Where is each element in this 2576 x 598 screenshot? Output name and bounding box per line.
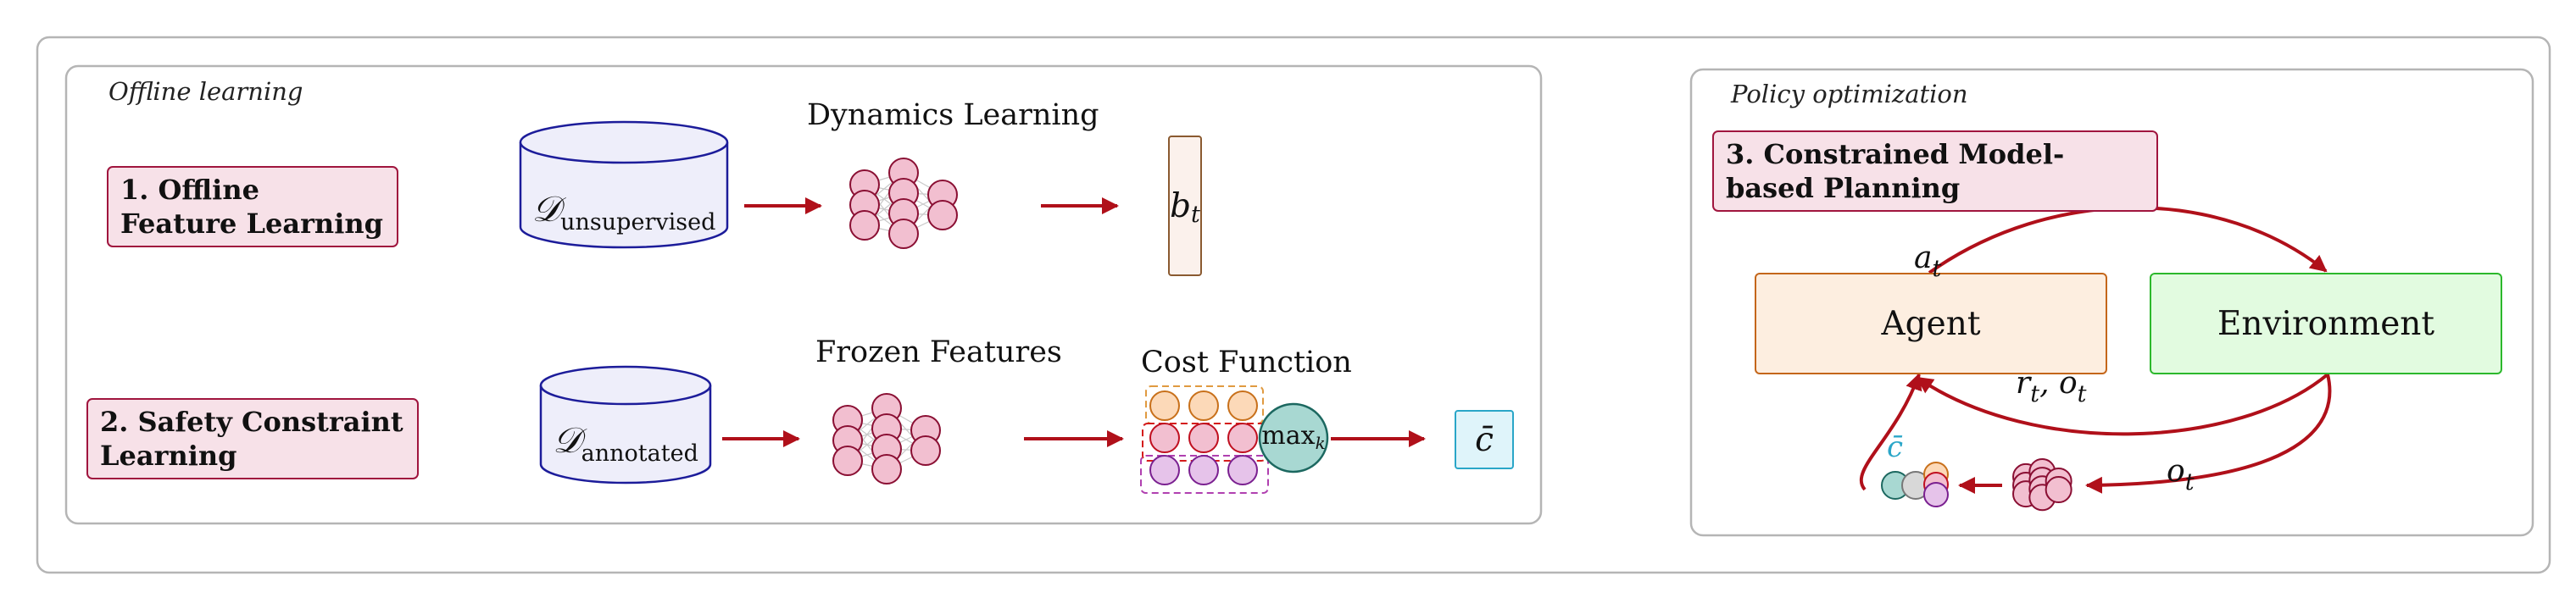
dynamics-network: [849, 158, 958, 249]
offline-learning-panel: [64, 64, 1543, 525]
network-node: [832, 446, 863, 476]
arrow-agent-to-environment: [1928, 206, 2328, 274]
network-node: [849, 210, 880, 241]
environment-box: Environment: [2150, 273, 2502, 374]
network-node: [871, 454, 902, 484]
arrow-cost-to-agent: [1859, 373, 1922, 491]
step3-box: 3. Constrained Model-based Planning: [1712, 130, 2158, 212]
observation-label: ot: [2167, 454, 2195, 496]
network-node: [2045, 476, 2072, 504]
step1-label: 1. Offline Feature Learning: [120, 174, 383, 240]
cost-ensemble-mini: [1881, 462, 1949, 507]
step3-label: 3. Constrained Model-based Planning: [1726, 138, 2065, 204]
action-label: at: [1914, 241, 1942, 282]
offline-learning-title: Offline learning: [108, 77, 303, 106]
policy-optimization-panel: [1689, 68, 2534, 537]
cost-function-heading: Cost Function: [1141, 346, 1352, 379]
dataset-unsupervised-label: 𝒟unsupervised: [531, 188, 716, 235]
outer-frame: [36, 36, 2551, 574]
network-node: [910, 435, 941, 466]
cost-function-ensemble: [1140, 385, 1269, 494]
agent-box: Agent: [1755, 273, 2107, 374]
frozen-features-heading: Frozen Features: [815, 335, 1062, 369]
policy-optimization-title: Policy optimization: [1731, 80, 1968, 108]
arrow-environment-obs: [2085, 374, 2332, 494]
cost-output-box: c̄: [1455, 410, 1514, 469]
frozen-features-network: [832, 393, 941, 484]
policy-feature-network: [2012, 458, 2072, 512]
reward-observation-label: rt, ot: [2016, 366, 2087, 407]
dataset-unsupervised-cylinder: [519, 120, 729, 249]
network-node: [888, 219, 919, 249]
arrow-environment-to-agent: [1916, 373, 2329, 436]
policy-cost-label: c̄: [1887, 430, 1904, 464]
dynamics-learning-heading: Dynamics Learning: [807, 98, 1099, 132]
max-k-node: [1258, 402, 1329, 473]
max-k-label: maxk: [1261, 421, 1326, 453]
step2-box: 2. Safety Constraint Learning: [86, 398, 419, 479]
dataset-annotated-label: 𝒟annotated: [553, 419, 698, 467]
network-node: [927, 200, 958, 230]
step1-box: 1. Offline Feature Learning: [107, 166, 398, 247]
step2-label: 2. Safety Constraint Learning: [100, 406, 403, 472]
dataset-annotated-cylinder: [539, 365, 712, 484]
